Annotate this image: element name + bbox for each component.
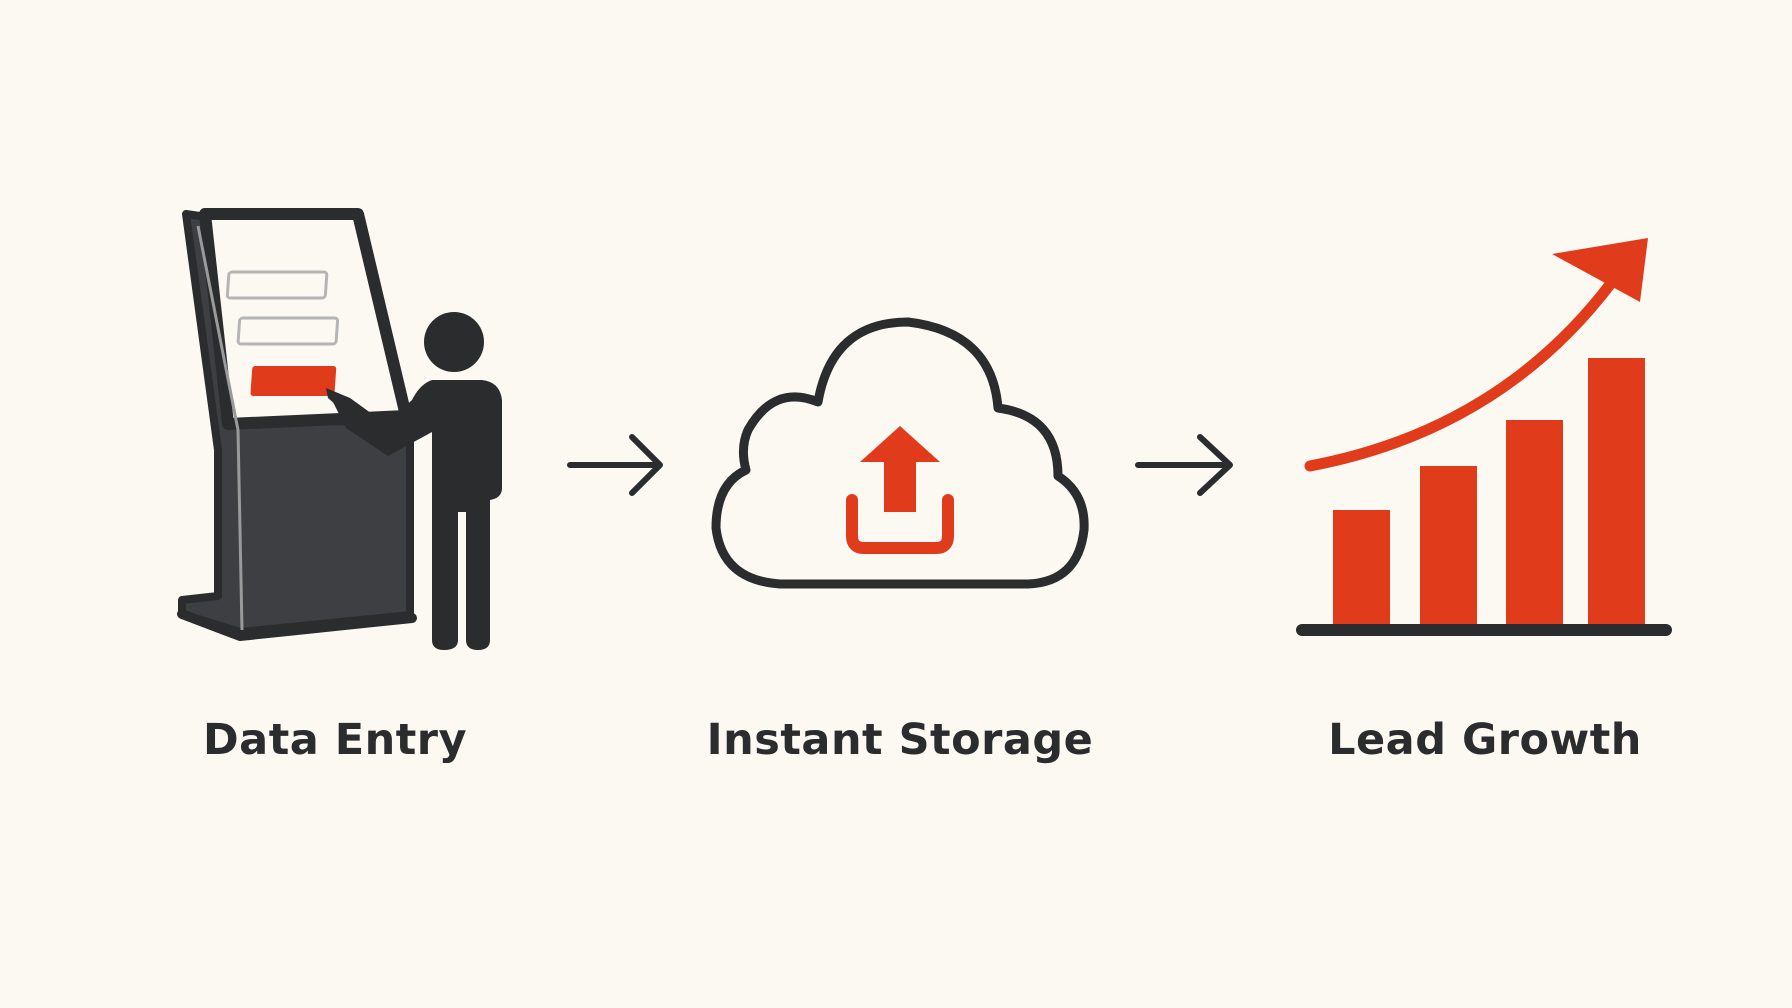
cloud-upload-icon bbox=[711, 317, 1089, 589]
right-arrow-icon bbox=[567, 434, 663, 496]
step-label-lead-growth: Lead Growth bbox=[1328, 715, 1642, 765]
step-label-instant-storage: Instant Storage bbox=[706, 715, 1094, 765]
kiosk-touchscreen-icon bbox=[177, 208, 502, 650]
growth-bar-chart-icon bbox=[1296, 238, 1672, 636]
right-arrow-icon bbox=[1135, 434, 1233, 496]
step-label-data-entry: Data Entry bbox=[202, 715, 468, 765]
